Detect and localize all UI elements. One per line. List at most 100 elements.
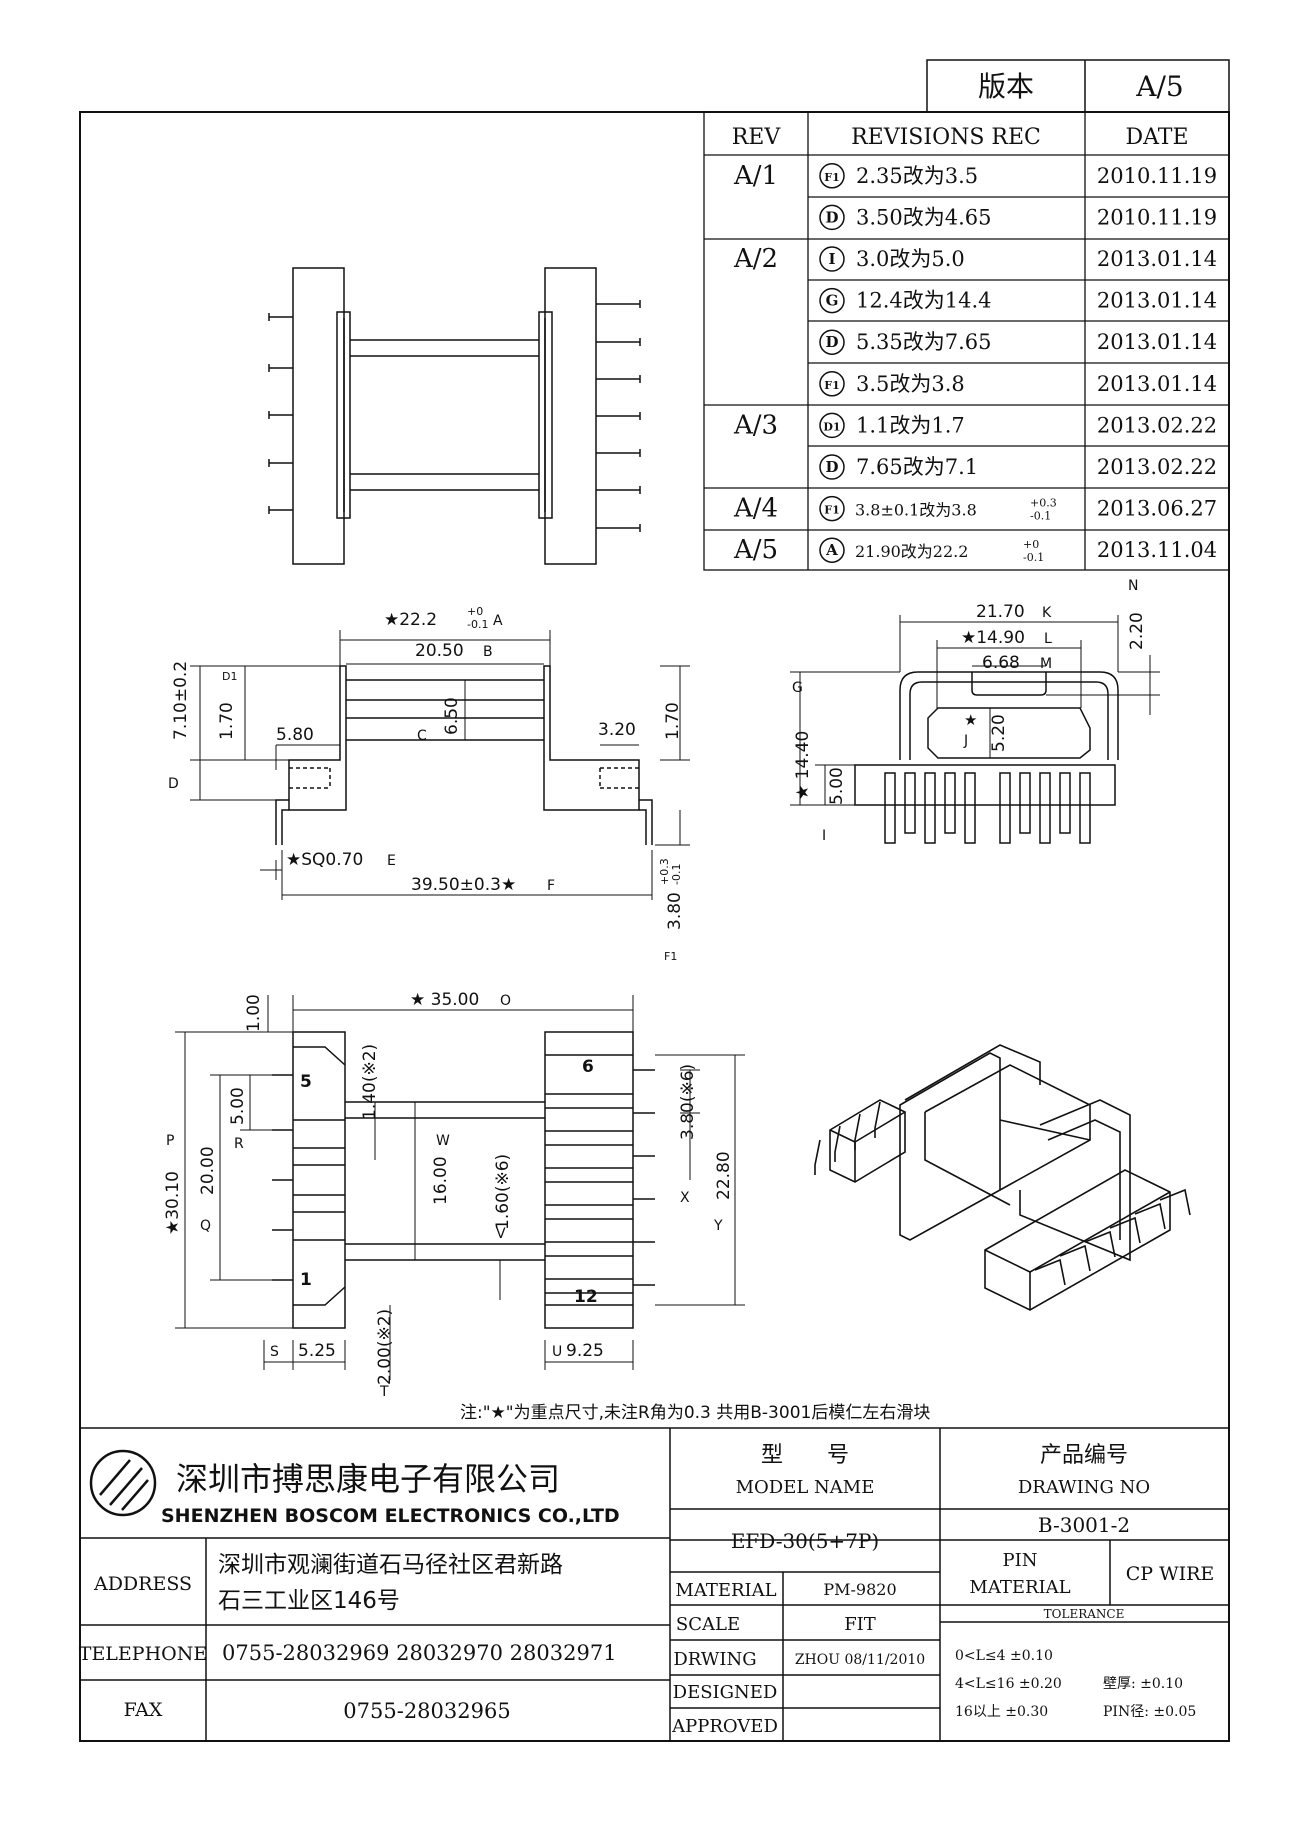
dim-1-40: 1.40(※2) (360, 1044, 380, 1120)
revision-date-8: 2013.06.27 (1097, 497, 1217, 521)
tolerance-label: TOLERANCE (1044, 1607, 1125, 1621)
version-label: 版本 (978, 70, 1034, 103)
marker-K: K (1042, 605, 1052, 621)
revision-marker-6: D1 (823, 420, 840, 433)
revision-text-6: 1.1改为1.7 (856, 413, 965, 437)
drwing-value: ZHOU 08/11/2010 (795, 1652, 925, 1668)
designed-label: DESIGNED (673, 1682, 778, 1703)
dim-5-20: 5.20 (989, 714, 1009, 752)
bottom-view (272, 1031, 655, 1329)
revision-marker-3: G (826, 292, 839, 310)
revision-marker-circle-1 (819, 204, 845, 231)
side-view-dimensions (190, 630, 690, 900)
pin-number-6: 6 (582, 1057, 594, 1077)
dim-22-80: 22.80 (714, 1151, 734, 1200)
dim-5-00b: 5.00 (228, 1087, 248, 1125)
dim-1-70a: 1.70 (217, 702, 237, 740)
revision-marker-circle-3 (819, 287, 845, 314)
revision-marker-0: F1 (824, 171, 839, 184)
revision-tol-up-8: +0.3 (1030, 497, 1057, 510)
tolerance-1: 0<L≤4 ±0.10 (955, 1648, 1053, 1664)
dim-1-00: 1.00 (244, 994, 264, 1032)
revision-marker-1: D (825, 208, 838, 226)
bottom-view-dimensions (175, 995, 745, 1380)
company-name-en: SHENZHEN BOSCOM ELECTRONICS CO.,LTD (161, 1505, 620, 1527)
dimension-labels: ★22.2 +0 -0.1 A 20.50 B 7.10±0.2 1.70 D1… (163, 578, 1147, 1400)
revision-text-0: 2.35改为3.5 (856, 164, 978, 188)
tolerance-3: 16以上 ±0.30 (955, 1704, 1048, 1720)
dim-14-40: ★ 14.40 (793, 731, 813, 800)
isometric-view (814, 1044, 1191, 1311)
marker-J: J (963, 733, 968, 749)
revision-text-8: 3.8±0.1改为3.8 (855, 501, 977, 520)
dim-39-50: 39.50±0.3★ (411, 875, 516, 895)
dim-2-20: 2.20 (1127, 612, 1147, 650)
dim-16-00: 16.00 (431, 1156, 451, 1205)
revision-text-1: 3.50改为4.65 (856, 205, 992, 229)
dim-30-10: ★30.10 (163, 1171, 183, 1235)
marker-G: G (792, 680, 803, 696)
dim-3-80-up: +0.3 (658, 858, 671, 885)
marker-Y: Y (713, 1218, 723, 1234)
dim-9-25: 9.25 (566, 1341, 604, 1361)
revision-tol-down-9: -0.1 (1023, 551, 1044, 564)
drawing-note: 注:"★"为重点尺寸,未注R角为0.3 共用B-3001后模仁左右滑块 (460, 1403, 930, 1423)
marker-M: M (1040, 656, 1052, 672)
revision-header-rec: REVISIONS REC (851, 125, 1041, 150)
side-view (275, 665, 653, 845)
dim-21-70: 21.70 (976, 602, 1025, 622)
dim-3-20: 3.20 (598, 720, 636, 740)
dim-5-00a: 5.00 (827, 767, 847, 805)
revision-header-date: DATE (1125, 125, 1188, 150)
dim-20-50: 20.50 (415, 641, 464, 661)
scale-value: FIT (844, 1614, 876, 1635)
dim-2-00: 2.00(※2) (375, 1309, 395, 1385)
revision-text-7: 7.65改为7.1 (856, 455, 978, 479)
drwing-label: DRWING (673, 1649, 756, 1670)
marker-D1: D1 (222, 670, 237, 683)
model-name-value: EFD-30(5+7P) (731, 1529, 879, 1553)
material-value: PM-9820 (823, 1580, 896, 1599)
scale-label: SCALE (676, 1614, 740, 1635)
pin-number-5: 5 (300, 1072, 312, 1092)
revision-marker-circle-4 (819, 329, 845, 355)
revision-table (703, 111, 1230, 571)
dim-5-25: 5.25 (298, 1341, 336, 1361)
pin-number-1: 1 (300, 1270, 312, 1290)
revision-marker-circle-2 (819, 246, 845, 272)
dim-14-90: ★14.90 (961, 628, 1025, 648)
revision-date-0: 2010.11.19 (1097, 164, 1217, 188)
revision-date-7: 2013.02.22 (1097, 455, 1217, 479)
revision-marker-2: I (828, 250, 835, 268)
marker-D: D (168, 776, 179, 792)
revision-text-5: 3.5改为3.8 (856, 372, 965, 396)
revision-marker-circle-6 (819, 412, 845, 439)
dim-1-60: 1.60(※6) (493, 1154, 513, 1230)
revision-marker-circle-7 (819, 454, 845, 480)
revision-header-rev: REV (732, 125, 782, 150)
pin-ticks-front (268, 300, 641, 532)
marker-L: L (1044, 631, 1052, 647)
dim-7-10: 7.10±0.2 (171, 661, 191, 740)
front-view (269, 267, 640, 565)
telephone-label: TELEPHONE (79, 1643, 207, 1665)
marker-A: A (493, 613, 503, 629)
drawing-no-value: B-3001-2 (1038, 1513, 1130, 1537)
dim-6-50: 6.50 (442, 697, 462, 735)
revision-text-2: 3.0改为5.0 (856, 247, 965, 271)
revision-tol-down-8: -0.1 (1030, 510, 1051, 523)
marker-U: U (552, 1344, 562, 1360)
revision-marker-5: F1 (824, 379, 839, 392)
dim-35-00: ★ 35.00 (410, 990, 479, 1010)
fax-label: FAX (124, 1699, 163, 1721)
revision-text-9: 21.90改为22.2 (855, 542, 968, 561)
revision-marker-9: A (825, 541, 838, 559)
marker-X: X (680, 1190, 690, 1206)
revision-rev-6: A/3 (733, 410, 778, 440)
revision-date-5: 2013.01.14 (1097, 372, 1217, 396)
dim-22-2: ★22.2 (384, 610, 437, 630)
revision-rev-8: A/4 (733, 494, 778, 524)
address-label: ADDRESS (93, 1573, 192, 1595)
